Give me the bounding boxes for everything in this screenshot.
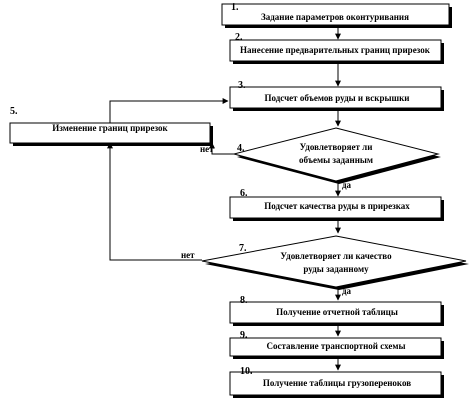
yes-label-4: да [342, 180, 352, 190]
step-1-box: 1. Задание параметров оконтуривания [221, 2, 452, 28]
step-4-number: 4. [237, 143, 245, 154]
connectors [107, 26, 341, 371]
step-9-label: Составление транспортной схемы [266, 341, 405, 351]
step-6-box: 6. Подсчет качества руды в прирезках [229, 188, 444, 221]
arrow-5-3 [109, 98, 229, 123]
step-2-number: 2. [235, 32, 243, 43]
step-1-number: 1. [231, 2, 239, 13]
step-10-box: 10. Получение таблицы грузопереноков [229, 366, 444, 398]
step-3-label: Подсчет объемов руды и вскрышки [264, 93, 409, 103]
step-9-number: 9. [240, 330, 248, 341]
step-5-label: Изменение границ прирезок [52, 123, 168, 133]
no-label-7: нет [181, 250, 195, 260]
step-7-label-line1: Удовлетворяет ли качество [280, 251, 392, 261]
step-5-number: 5. [10, 106, 18, 117]
step-1-label: Задание параметров оконтуривания [261, 12, 409, 22]
step-3-box: 3. Подсчет объемов руды и вскрышки [229, 80, 444, 111]
step-7-label-line2: руды заданному [303, 264, 369, 274]
step-8-box: 8. Получение отчетной таблицы [229, 295, 444, 326]
step-4-label-line2: объемы заданным [299, 155, 373, 165]
arrow-7-5-no [107, 142, 202, 261]
step-10-number: 10. [240, 366, 253, 377]
yes-label-7: да [342, 286, 352, 296]
step-4-label-line1: Удовлетворяет ли [300, 142, 373, 152]
no-label-4: нет [200, 144, 214, 154]
step-6-label: Подсчет качества руды в прирезках [264, 201, 410, 211]
step-8-number: 8. [240, 295, 248, 306]
step-2-box: 2. Нанесение предварительных границ прир… [229, 32, 444, 64]
step-9-box: 9. Составление транспортной схемы [229, 330, 444, 359]
step-2-label: Нанесение предварительных границ прирезо… [240, 45, 431, 55]
step-7-number: 7. [239, 243, 247, 254]
step-3-number: 3. [238, 80, 246, 91]
arrow-4-5-no [209, 142, 234, 155]
step-5-box: 5. Изменение границ прирезок [9, 106, 213, 146]
step-10-label: Получение таблицы грузопереноков [263, 378, 411, 388]
step-4-decision: 4. Удовлетворяет ли объемы заданным [232, 127, 441, 184]
step-6-number: 6. [240, 188, 248, 199]
step-7-decision: 7. Удовлетворяет ли качество руды заданн… [201, 235, 469, 290]
step-8-label: Получение отчетной таблицы [276, 307, 398, 317]
